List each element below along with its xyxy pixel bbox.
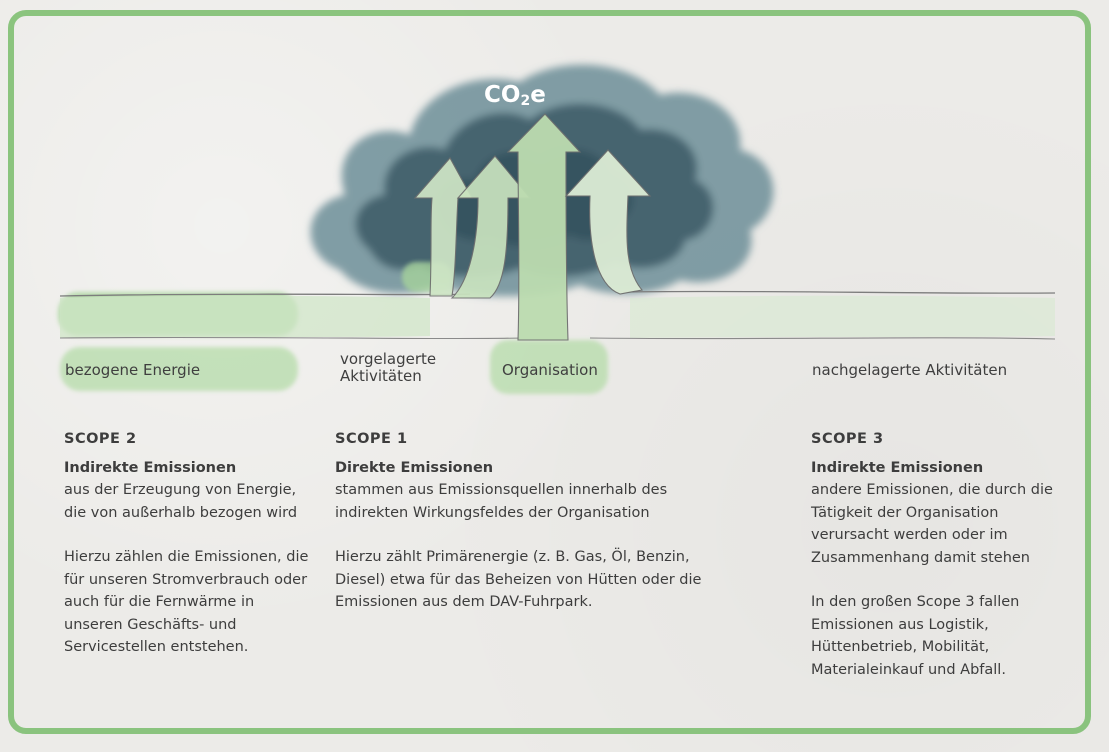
scope2-detail: Hierzu zählen die Emissionen, die für un… <box>64 549 309 655</box>
label-organisation: Organisation <box>502 361 598 379</box>
scope2-column: SCOPE 2 Indirekte Emissionen aus der Erz… <box>64 428 312 659</box>
arrow-organisation <box>506 113 582 341</box>
label-bezogene-energie: bezogene Energie <box>65 361 201 379</box>
scope2-title: SCOPE 2 <box>64 431 137 447</box>
label-vorgelagerte-line2: Aktivitäten <box>340 367 422 385</box>
scope3-description: andere Emissionen, die durch die Tätigke… <box>811 482 1053 566</box>
co2e-formula: CO2e <box>484 82 546 109</box>
scope1-description: stammen aus Emissionsquellen innerhalb d… <box>335 482 668 521</box>
label-vorgelagerte-line1: vorgelagerte <box>340 350 437 368</box>
label-vorgelagerte: vorgelagerte Aktivitäten <box>340 351 436 385</box>
label-nachgelagerte: nachgelagerte Aktivitäten <box>812 361 1008 379</box>
arrow-upstream <box>450 155 532 299</box>
scope3-column: SCOPE 3 Indirekte Emissionen andere Emis… <box>811 428 1061 681</box>
scope3-heading: Indirekte Emissionen <box>811 459 984 476</box>
diagram-frame <box>8 10 1091 734</box>
scope1-detail: Hierzu zählt Primärenergie (z. B. Gas, Ö… <box>335 549 702 610</box>
arrow-downstream <box>564 149 652 295</box>
arrow-scope2 <box>413 157 473 297</box>
scope3-detail: In den großen Scope 3 fallen Emissionen … <box>811 594 1020 678</box>
scope3-title: SCOPE 3 <box>811 431 884 447</box>
scope2-description: aus der Erzeugung von Energie, die von a… <box>64 482 298 521</box>
scope1-column: SCOPE 1 Direkte Emissionen stammen aus E… <box>335 428 735 614</box>
scope1-title: SCOPE 1 <box>335 431 408 447</box>
scope1-heading: Direkte Emissionen <box>335 459 494 476</box>
scope2-heading: Indirekte Emissionen <box>64 459 237 476</box>
